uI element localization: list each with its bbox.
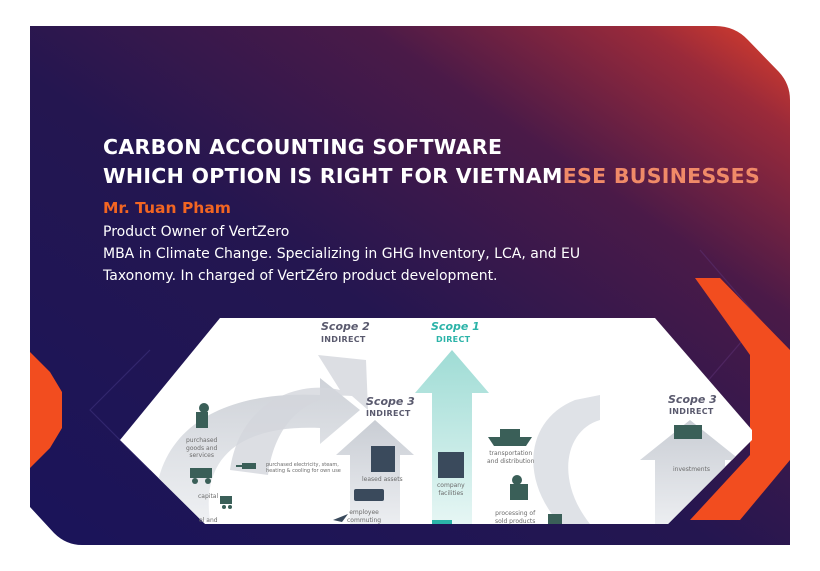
investments-label: investments [673, 466, 711, 473]
processing-line-1: processing of [495, 510, 536, 517]
leased-assets-label: leased assets [362, 476, 403, 483]
company-line-1: company [437, 482, 465, 489]
speaker-bio: Product Owner of VertZero MBA in Climate… [103, 221, 580, 287]
employee-line-1: employee [349, 509, 379, 516]
employee-line-2: commuting [347, 516, 382, 524]
capital-label: capital [198, 493, 219, 500]
electricity-label: purchased electricity, steam, heating & … [266, 462, 341, 474]
scope3-right-label: Scope 3 [668, 393, 717, 406]
orange-accent-left [30, 352, 62, 468]
page-title: CARBON ACCOUNTING SOFTWARE WHICH OPTION … [103, 133, 760, 191]
purchased-goods-line-2: goods and [186, 444, 218, 452]
processing-line-2: sold products [495, 517, 536, 525]
fuel-partial-label: el and [199, 517, 218, 524]
employee-commuting-label: employee commuting [347, 509, 381, 524]
orange-accent-right [690, 278, 790, 520]
purchased-goods-label: purchased goods and services [186, 437, 217, 460]
scope2-sub: INDIRECT [321, 335, 366, 344]
title-line-2-highlight: ESE BUSINESSES [562, 164, 761, 188]
electricity-line-1: purchased electricity, steam, [266, 462, 339, 468]
scope3-right-sub: INDIRECT [669, 407, 714, 416]
title-line-2-main: WHICH OPTION IS RIGHT FOR VIETNAM [103, 164, 563, 188]
speaker-bio-line-2: Taxonomy. In charged of VertZéro product… [103, 268, 498, 284]
scope2-label: Scope 2 [321, 320, 370, 333]
speaker-bio-line-1: MBA in Climate Change. Specializing in G… [103, 246, 581, 262]
company-line-2: facilities [438, 489, 464, 497]
title-line-1: CARBON ACCOUNTING SOFTWARE [103, 135, 503, 159]
scope1-label: Scope 1 [431, 320, 480, 333]
electricity-line-2: heating & cooling for own use [266, 468, 341, 474]
processing-label: processing of sold products [495, 510, 535, 525]
purchased-goods-line-1: purchased [186, 437, 218, 444]
speaker-role: Product Owner of VertZero [103, 224, 290, 240]
transport-line-2: and distribution [487, 457, 535, 465]
transportation-label: transportation and distribution [487, 450, 534, 465]
scope3-left-sub: INDIRECT [366, 409, 411, 418]
company-facilities-label: company facilities [437, 482, 465, 497]
transport-line-1: transportation [489, 450, 533, 457]
scope1-sub: DIRECT [436, 335, 471, 344]
title-line-2: WHICH OPTION IS RIGHT FOR VIETNAMESE BUS… [103, 162, 760, 191]
scope3-left-label: Scope 3 [366, 395, 415, 408]
speaker-name: Mr. Tuan Pham [103, 199, 231, 217]
purchased-goods-line-3: services [189, 452, 214, 459]
